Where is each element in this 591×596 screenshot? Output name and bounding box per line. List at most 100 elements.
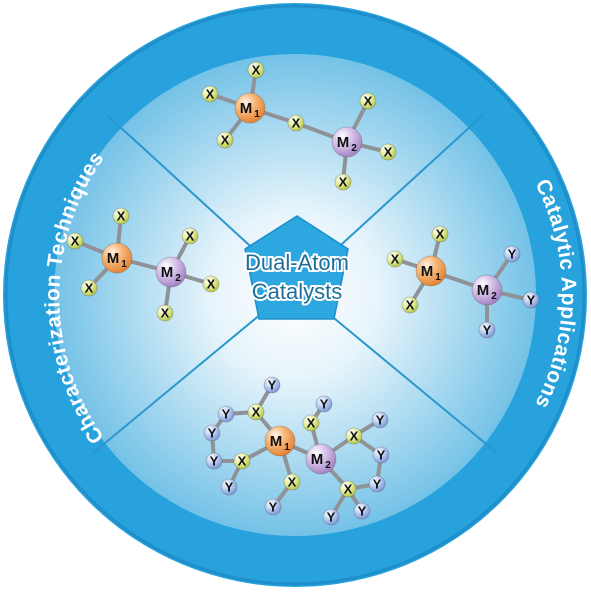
ligand-x-label: X bbox=[436, 227, 445, 242]
ligand-y-sphere bbox=[503, 245, 521, 263]
ligand-x-sphere bbox=[345, 427, 363, 445]
outer-ring-edge bbox=[4, 4, 586, 586]
metal2-sphere bbox=[331, 126, 363, 158]
ligand-x-atom-top-c1: X bbox=[359, 92, 377, 110]
ligand-x-label: X bbox=[288, 475, 297, 490]
ligand-x-sphere bbox=[379, 143, 397, 161]
ligand-y-label: Y bbox=[208, 426, 217, 441]
ligand-x-label: X bbox=[384, 145, 393, 160]
ligand-x-atom-bottom-x5: X bbox=[345, 427, 363, 445]
ligand-y-label: Y bbox=[373, 477, 382, 492]
divider-bottom-left bbox=[92, 313, 262, 454]
metal-label: M bbox=[161, 264, 174, 281]
ligand-x-label: X bbox=[344, 482, 353, 497]
ligand-y-label: Y bbox=[320, 397, 329, 412]
ligand-x-atom-left-a3: X bbox=[80, 279, 98, 297]
ligand-x-atom-right-a2: X bbox=[386, 250, 404, 268]
ligand-x-atom-bottom-x6: X bbox=[339, 480, 357, 498]
ligand-x-atom-top-a1: X bbox=[247, 61, 265, 79]
ligand-x-label: X bbox=[339, 175, 348, 190]
ligand-y-label: Y bbox=[327, 510, 336, 525]
metal1-sphere bbox=[234, 92, 266, 124]
ligand-x-label: X bbox=[238, 454, 247, 469]
ligand-x-atom-right-a3: X bbox=[401, 296, 419, 314]
metal1-sphere bbox=[101, 242, 133, 274]
metal-label: M bbox=[240, 100, 253, 117]
metal-subscript: 1 bbox=[121, 259, 127, 270]
ligand-y-sphere bbox=[368, 475, 386, 493]
ligand-x-sphere bbox=[386, 250, 404, 268]
ligand-x-sphere bbox=[401, 296, 419, 314]
ligand-y-sphere bbox=[371, 411, 389, 429]
ligand-y-label: Y bbox=[269, 500, 278, 515]
ligand-y-sphere bbox=[205, 452, 223, 470]
ligand-x-label: X bbox=[252, 63, 261, 78]
ligand-x-label: X bbox=[350, 429, 359, 444]
divider-top-left bbox=[106, 114, 260, 255]
ligand-x-atom-bottom-x3: X bbox=[283, 473, 301, 491]
ligand-y-atom-bottom-y11: Y bbox=[368, 475, 386, 493]
ligand-y-label: Y bbox=[225, 480, 234, 495]
ligand-x-sphere bbox=[202, 275, 220, 293]
metal-label: M bbox=[311, 451, 324, 468]
ligand-y-atom-bottom-y4: Y bbox=[205, 452, 223, 470]
ligand-x-atom-top-b: X bbox=[287, 114, 305, 132]
metal-subscript: 2 bbox=[325, 460, 331, 471]
metal-label: M bbox=[337, 134, 350, 151]
ligand-y-sphere bbox=[522, 291, 540, 309]
divider-bottom-right bbox=[328, 313, 498, 454]
ligand-y-label: Y bbox=[222, 407, 231, 422]
ligand-x-sphere bbox=[431, 225, 449, 243]
ligand-x-sphere bbox=[201, 85, 219, 103]
ligand-y-label: Y bbox=[376, 413, 385, 428]
ligand-x-sphere bbox=[66, 232, 84, 250]
ligand-x-sphere bbox=[216, 131, 234, 149]
ligand-y-atom-bottom-y2: Y bbox=[217, 405, 235, 423]
ligand-x-atom-bottom-x4: X bbox=[302, 414, 320, 432]
ligand-y-sphere bbox=[217, 405, 235, 423]
ligand-y-atom-bottom-y12: Y bbox=[353, 502, 371, 520]
ligand-x-label: X bbox=[391, 252, 400, 267]
ligand-x-label: X bbox=[186, 229, 195, 244]
ligand-y-sphere bbox=[315, 395, 333, 413]
ligand-x-label: X bbox=[161, 306, 170, 321]
ligand-y-label: Y bbox=[210, 454, 219, 469]
ligand-y-sphere bbox=[263, 376, 281, 394]
metal-subscript: 1 bbox=[284, 442, 290, 453]
ligand-y-sphere bbox=[372, 446, 390, 464]
ligand-y-atom-bottom-y10: Y bbox=[372, 446, 390, 464]
ligand-y-sphere bbox=[322, 508, 340, 526]
ligand-y-sphere bbox=[264, 498, 282, 516]
ligand-x-label: X bbox=[307, 416, 316, 431]
metal-subscript: 1 bbox=[435, 272, 441, 283]
ligand-x-atom-top-a2: X bbox=[201, 85, 219, 103]
ligand-x-atom-left-c3: X bbox=[156, 304, 174, 322]
ligand-y-label: Y bbox=[508, 247, 517, 262]
ligand-x-atom-top-c2: X bbox=[379, 143, 397, 161]
ligand-x-sphere bbox=[339, 480, 357, 498]
ligand-y-sphere bbox=[353, 502, 371, 520]
ligand-x-label: X bbox=[221, 133, 230, 148]
metal-label: M bbox=[477, 282, 490, 299]
ligand-x-sphere bbox=[181, 227, 199, 245]
metal1-sphere bbox=[264, 425, 296, 457]
ligand-y-atom-bottom-y3: Y bbox=[203, 424, 221, 442]
ligand-y-atom-bottom-y5: Y bbox=[220, 478, 238, 496]
metal2-sphere bbox=[471, 274, 503, 306]
ligand-x-label: X bbox=[207, 277, 216, 292]
ligand-y-atom-right-c3: Y bbox=[478, 321, 496, 339]
ligand-x-sphere bbox=[283, 473, 301, 491]
ligand-x-atom-left-c2: X bbox=[202, 275, 220, 293]
ligand-x-label: X bbox=[292, 116, 301, 131]
ligand-x-atom-bottom-x1: X bbox=[247, 403, 265, 421]
ligand-y-sphere bbox=[478, 321, 496, 339]
ligand-x-sphere bbox=[287, 114, 305, 132]
